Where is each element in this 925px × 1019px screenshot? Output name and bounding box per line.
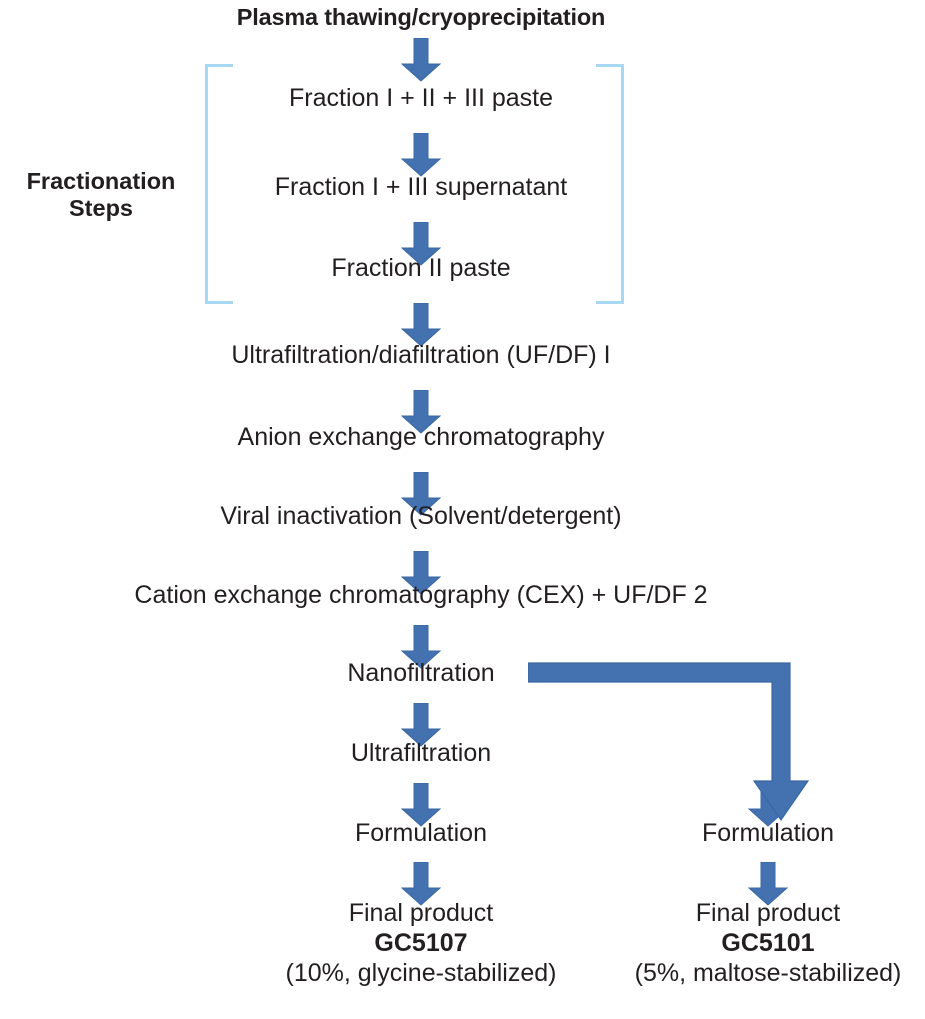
step-nanofiltration: Nanofiltration [347, 659, 495, 687]
final-product-left-detail: (10%, glycine-stabilized) [285, 959, 557, 987]
down-arrow-icon [748, 862, 788, 906]
down-arrow-icon [401, 133, 441, 177]
down-arrow-icon [401, 551, 441, 595]
step-fraction-2-paste: Fraction II paste [331, 254, 511, 282]
step-formulation-left: Formulation [355, 819, 487, 847]
final-product-right-detail: (5%, maltose-stabilized) [634, 959, 902, 987]
grouping-bracket-left-icon [205, 64, 233, 304]
step-ultrafiltration: Ultrafiltration [350, 739, 492, 767]
fractionation-steps-line-2: Steps [69, 195, 133, 221]
fractionation-steps-label: Fractionation Steps [6, 168, 196, 222]
down-arrow-icon [401, 703, 441, 747]
down-arrow-icon [401, 783, 441, 827]
step-viral-inactivation: Viral inactivation (Solvent/detergent) [220, 502, 622, 530]
down-arrow-icon [401, 222, 441, 266]
down-arrow-icon [401, 625, 441, 669]
step-fraction-1-2-3-paste: Fraction I + II + III paste [288, 84, 554, 112]
down-arrow-icon [401, 38, 441, 82]
step-ultrafiltration-diafiltration-1: Ultrafiltration/diafiltration (UF/DF) I [231, 341, 611, 369]
final-product-left-name: GC5107 [374, 929, 468, 957]
step-formulation-right: Formulation [702, 819, 834, 847]
flowchart-title: Plasma thawing/cryoprecipitation [236, 4, 606, 30]
down-arrow-icon [401, 472, 441, 516]
elbow-branch-arrow-icon [528, 661, 818, 823]
final-product-right-label: Final product [695, 899, 841, 927]
down-arrow-icon [401, 862, 441, 906]
step-anion-exchange-chromatography: Anion exchange chromatography [237, 423, 605, 451]
final-product-right: Final product GC5101 (5%, maltose-stabil… [635, 898, 902, 988]
final-product-right-name: GC5101 [721, 929, 815, 957]
down-arrow-icon [401, 303, 441, 347]
down-arrow-icon [401, 390, 441, 434]
grouping-bracket-right-icon [596, 64, 624, 304]
final-product-left-label: Final product [348, 899, 494, 927]
step-fraction-1-3-supernatant: Fraction I + III supernatant [274, 173, 568, 201]
step-cation-exchange-chromatography: Cation exchange chromatography (CEX) + U… [134, 581, 708, 609]
fractionation-steps-line-1: Fractionation [26, 168, 176, 194]
final-product-left: Final product GC5107 (10%, glycine-stabi… [286, 898, 557, 988]
